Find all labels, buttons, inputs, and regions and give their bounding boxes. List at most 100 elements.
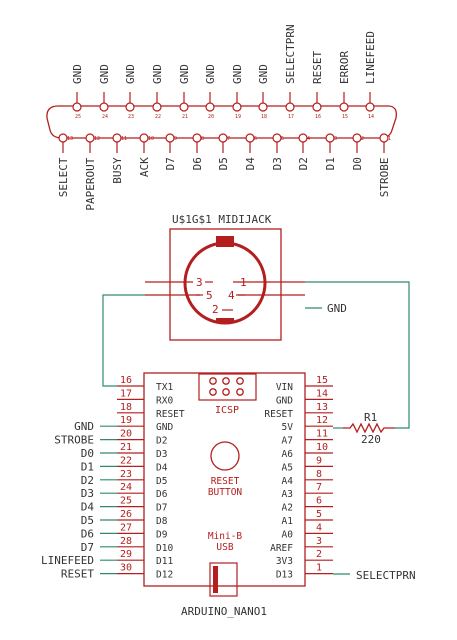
nano-right-pin-label: D13	[276, 570, 293, 581]
nano-right-pin-number: 8	[316, 469, 322, 480]
db25-bottom-label: D1	[324, 157, 337, 170]
db25-bottom-pin-circle	[272, 133, 282, 143]
nano-left-pin-number: 23	[120, 469, 132, 480]
db25-connector: 25GND24GND23GND22GND21GND20GND19GND18GND…	[46, 24, 397, 211]
midijack-bottom-tab	[216, 318, 234, 323]
resistor-name: R1	[364, 411, 377, 424]
db25-top-pin-number: 15	[342, 114, 348, 120]
nano-left-pin-number: 20	[120, 429, 132, 440]
db25-bottom-pin-circle	[139, 133, 149, 143]
net-label-left: GND	[74, 420, 94, 433]
nano-right-pin-number: 15	[316, 375, 328, 386]
db25-top-label: GND	[71, 64, 84, 84]
nano-right-pin-label: VIN	[276, 382, 293, 393]
db25-bottom-pin-circle	[245, 133, 255, 143]
db25-top-pin-circle	[179, 102, 189, 112]
net-label-left: D0	[81, 447, 94, 460]
nano-right-pin-label: 3V3	[276, 556, 293, 567]
db25-bottom-pin-number: 6	[254, 136, 257, 142]
midi-jack: U$1G$1 MIDIJACK31542	[145, 213, 305, 341]
wires	[100, 281, 410, 575]
db25-top-label: SELECTPRN	[284, 24, 297, 84]
icsp-pin	[236, 388, 244, 396]
nano-right-pin-number: 12	[316, 415, 328, 426]
db25-top-pin-circle	[339, 102, 349, 112]
db25-top-pin-circle	[125, 102, 135, 112]
nano-left-pin-label: D9	[156, 529, 168, 540]
db25-bottom-label: D3	[271, 157, 284, 170]
nano-left-pin-number: 19	[120, 415, 132, 426]
db25-bottom-label: D7	[164, 157, 177, 170]
nano-right-pin-label: A5	[282, 462, 293, 473]
db25-bottom-pin-circle	[112, 133, 122, 143]
net-label-left: D7	[81, 541, 94, 554]
nano-right-pin-label: 5V	[282, 422, 294, 433]
db25-top-pin-circle	[285, 102, 295, 112]
nano-left-pin-label: D7	[156, 503, 167, 514]
db25-top-label: GND	[204, 64, 217, 84]
net-label-left: RESET	[61, 568, 94, 581]
icsp-pin	[209, 388, 217, 396]
midijack-outline	[169, 228, 282, 341]
nano-right-pin-number: 6	[316, 496, 322, 507]
db25-bottom-label: ACK	[138, 157, 151, 177]
nano-right-pin-number: 9	[316, 455, 322, 466]
nano-left-pin-label: D6	[156, 489, 168, 500]
nano-left-pin-number: 26	[120, 509, 132, 520]
wire-midi5-to-tx1	[102, 294, 145, 387]
db25-bottom-pin-circle	[85, 133, 95, 143]
midijack-body	[183, 241, 267, 325]
db25-top-pin-number: 18	[261, 114, 267, 120]
usb-label: Mini-B	[208, 531, 243, 542]
nano-left-pin-label: D10	[156, 543, 173, 554]
db25-top-pin-number: 23	[128, 114, 134, 120]
db25-bottom-label: D2	[297, 157, 310, 170]
db25-bottom-pin-circle	[325, 133, 335, 143]
nano-right-pin-number: 5	[316, 509, 322, 520]
nano-right-pin-number: 1	[316, 563, 322, 574]
db25-top-label: ERROR	[338, 51, 351, 84]
icsp-pin	[222, 388, 230, 396]
nano-right-pin-label: A7	[282, 436, 293, 447]
db25-top-pin-number: 17	[288, 114, 294, 120]
db25-bottom-pin-circle	[298, 133, 308, 143]
db25-top-pin-number: 22	[155, 114, 161, 120]
nano-left-pin-label: TX1	[156, 382, 173, 393]
reset-button-icon	[210, 441, 240, 471]
db25-bottom-pin-circle	[352, 133, 362, 143]
nano-right-pin-number: 2	[316, 549, 322, 560]
db25-top-pin-number: 16	[315, 114, 321, 120]
nano-left-pin-label: GND	[156, 422, 173, 433]
nano-left-pin-number: 21	[120, 442, 132, 453]
net-labels: GNDSTROBED0D1D2D3D4D5D6D7LINEFEEDRESETGN…	[41, 302, 416, 582]
db25-bottom-pin-number: 8	[201, 136, 204, 142]
db25-top-label: GND	[178, 64, 191, 84]
usb-label: USB	[216, 542, 233, 553]
reset-button-label: BUTTON	[208, 487, 243, 498]
db25-bottom-pin-circle	[218, 133, 228, 143]
db25-top-pin-number: 24	[102, 114, 108, 120]
db25-top-pin-circle	[99, 102, 109, 112]
nano-right-pin-number: 7	[316, 482, 322, 493]
db25-top-pin-circle	[152, 102, 162, 112]
nano-left-pin-number: 22	[120, 455, 132, 466]
usb-connector-mark	[213, 566, 218, 593]
icsp-pin	[222, 377, 230, 385]
resistor-zigzag	[343, 422, 395, 434]
net-label-left: STROBE	[54, 434, 94, 447]
midijack-pin-number: 2	[212, 303, 219, 316]
db25-bottom-label: SELECT	[57, 157, 70, 197]
nano-name: ARDUINO_NANO1	[181, 605, 267, 618]
db25-top-label: GND	[231, 64, 244, 84]
net-label-selectprn: SELECTPRN	[356, 569, 416, 582]
nano-left-pin-number: 28	[120, 536, 132, 547]
nano-right-pin-label: GND	[276, 395, 293, 406]
usb-connector	[209, 562, 238, 597]
icsp-pin	[236, 377, 244, 385]
db25-bottom-pin-number: 12	[94, 136, 100, 142]
db25-bottom-pin-number: 11	[121, 136, 127, 142]
resistor-value: 220	[361, 433, 381, 446]
db25-bottom-pin-number: 3	[334, 136, 337, 142]
nano-left-pin-number: 17	[120, 388, 132, 399]
db25-top-pin-number: 20	[208, 114, 214, 120]
